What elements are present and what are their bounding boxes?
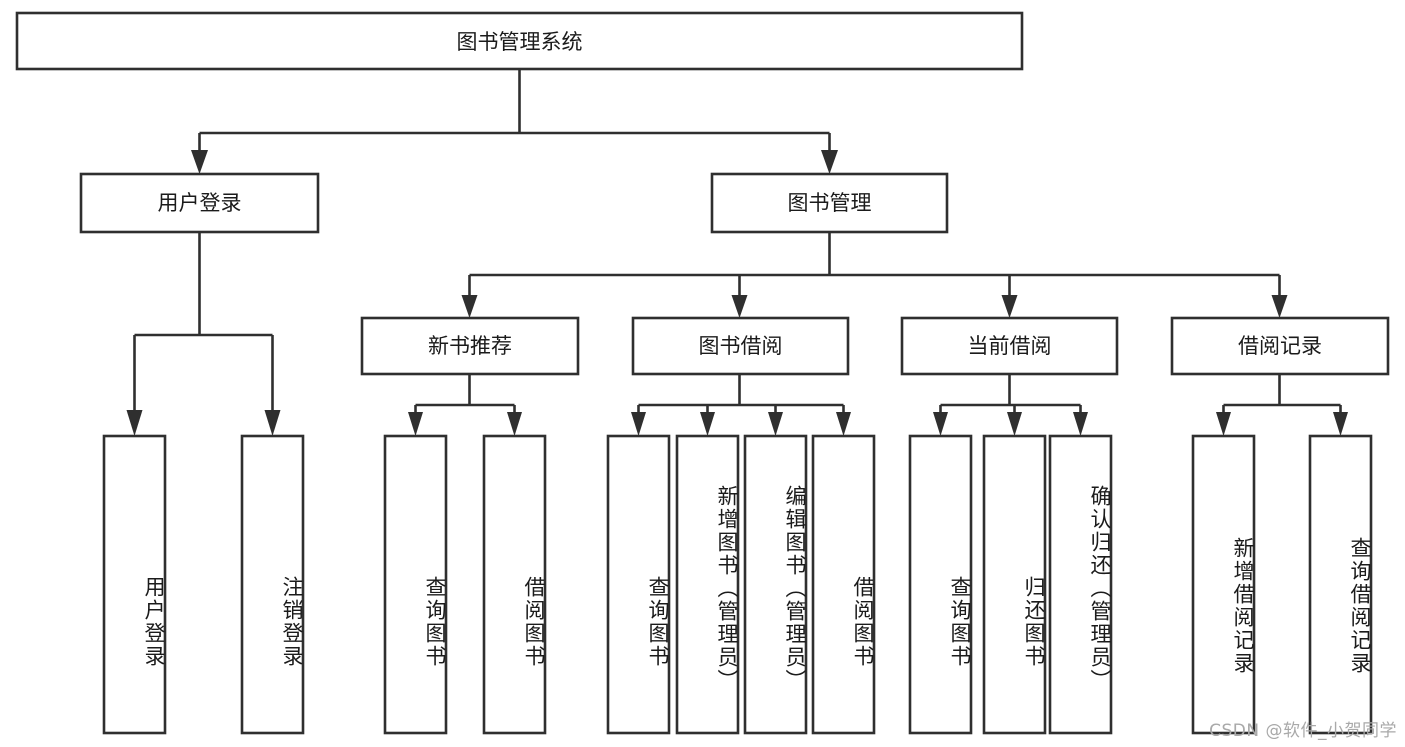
node-box-leaf-query-book[interactable]: [606, 434, 671, 735]
arrow-head-leaf-borrow-book: [836, 412, 851, 436]
connector-group-book-borrow: [631, 374, 851, 436]
arrow-head-leaf-query-borrow-record: [1333, 412, 1348, 436]
arrow-head-leaf-user-login: [126, 410, 143, 436]
node-new-book-recommend[interactable]: 新书推荐: [360, 316, 580, 376]
node-book-management[interactable]: 图书管理: [710, 172, 949, 234]
arrow-head-current-borrow: [1001, 295, 1018, 318]
node-label-user-login: 用户登录: [158, 191, 242, 215]
node-box-new-book-recommend[interactable]: [360, 316, 580, 376]
node-borrow-record[interactable]: 借阅记录: [1170, 316, 1390, 376]
node-label-new-book-recommend: 新书推荐: [428, 334, 512, 358]
connector-group-new-book-recommend: [408, 374, 522, 436]
arrow-head-book-management: [821, 150, 838, 174]
connector-group-book-management: [461, 232, 1288, 318]
node-root[interactable]: 图书管理系统: [15, 11, 1024, 71]
connector-group-current-borrow: [933, 374, 1088, 436]
node-book-borrow[interactable]: 图书借阅: [631, 316, 850, 376]
arrow-head-leaf-query-book: [631, 412, 646, 436]
leaf-boxes: [102, 434, 1373, 735]
node-label-book-borrow: 图书借阅: [699, 334, 783, 358]
connector-group-root: [191, 69, 838, 174]
arrow-head-leaf-add-book-admin: [700, 412, 715, 436]
node-box-leaf-borrow-book[interactable]: [811, 434, 876, 735]
node-label-borrow-record: 借阅记录: [1238, 334, 1322, 358]
arrow-head-leaf-confirm-return-admin: [1073, 412, 1088, 436]
node-box-current-borrow[interactable]: [900, 316, 1119, 376]
node-box-root[interactable]: [15, 11, 1024, 71]
arrow-head-user-login: [191, 150, 208, 174]
node-box-leaf-add-borrow-record[interactable]: [1191, 434, 1256, 735]
node-box-leaf-edit-book-admin[interactable]: [743, 434, 808, 735]
arrow-head-leaf-query-book-recommend: [408, 412, 423, 436]
node-user-login[interactable]: 用户登录: [79, 172, 320, 234]
connector-group-borrow-record: [1216, 374, 1348, 436]
node-label-book-management: 图书管理: [788, 191, 872, 215]
node-box-leaf-user-login[interactable]: [102, 434, 167, 735]
arrow-head-leaf-query-book-current: [933, 412, 948, 436]
arrow-head-borrow-record: [1271, 295, 1288, 318]
node-box-leaf-add-book-admin[interactable]: [675, 434, 740, 735]
node-box-leaf-query-borrow-record[interactable]: [1308, 434, 1373, 735]
csdn-watermark: CSDN @软件_小贺同学: [1209, 721, 1397, 741]
arrow-head-leaf-add-borrow-record: [1216, 412, 1231, 436]
connector-group-user-login: [126, 232, 281, 436]
node-box-leaf-borrow-book-recommend[interactable]: [482, 434, 547, 735]
node-box-leaf-query-book-current[interactable]: [908, 434, 973, 735]
arrow-head-leaf-edit-book-admin: [768, 412, 783, 436]
node-box-book-management[interactable]: [710, 172, 949, 234]
arrow-head-book-borrow: [731, 295, 748, 318]
node-box-book-borrow[interactable]: [631, 316, 850, 376]
arrow-head-new-book-recommend: [461, 295, 478, 318]
node-box-user-login[interactable]: [79, 172, 320, 234]
node-label-current-borrow: 当前借阅: [968, 334, 1052, 358]
arrow-head-leaf-borrow-book-recommend: [507, 412, 522, 436]
node-label-root: 图书管理系统: [457, 30, 583, 54]
node-current-borrow[interactable]: 当前借阅: [900, 316, 1119, 376]
arrow-head-leaf-user-logout: [264, 410, 281, 436]
node-box-leaf-return-book[interactable]: [982, 434, 1047, 735]
node-box-leaf-query-book-recommend[interactable]: [383, 434, 448, 735]
node-box-leaf-confirm-return-admin[interactable]: [1048, 434, 1113, 735]
node-box-leaf-user-logout[interactable]: [240, 434, 305, 735]
arrow-head-leaf-return-book: [1007, 412, 1022, 436]
node-box-borrow-record[interactable]: [1170, 316, 1390, 376]
